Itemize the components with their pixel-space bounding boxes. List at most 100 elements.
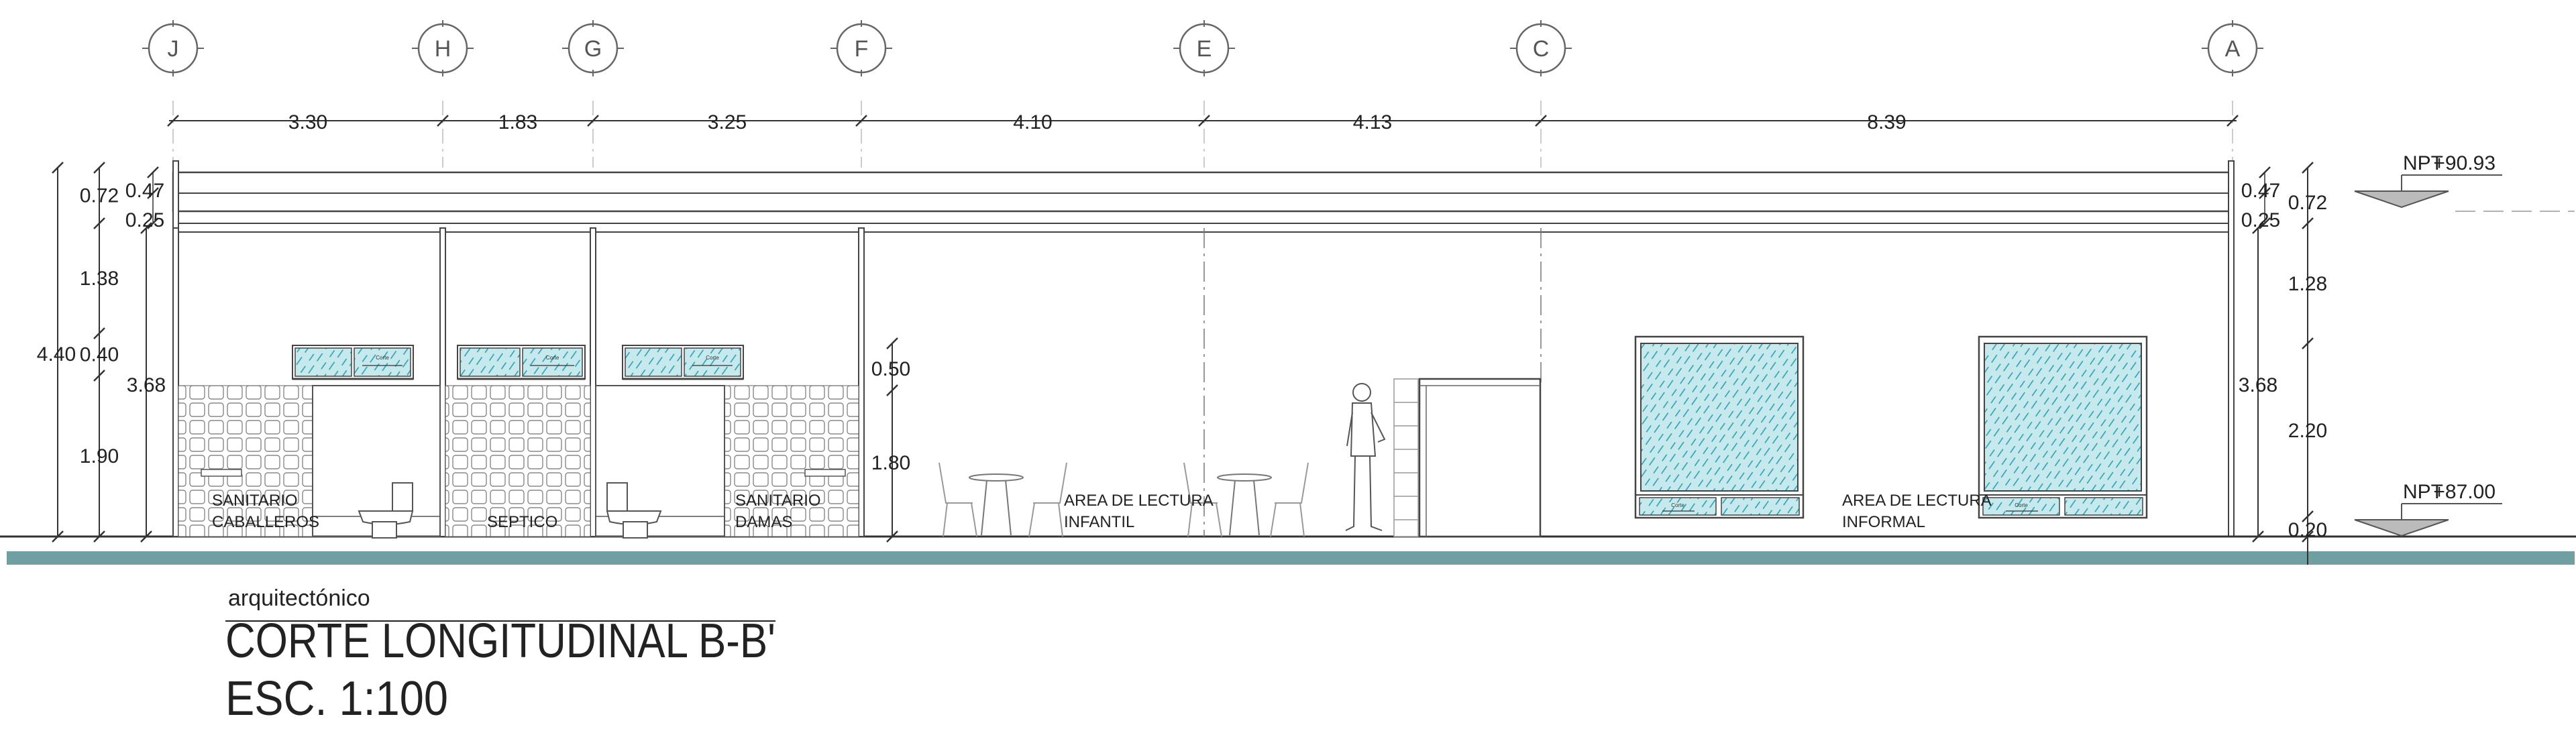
chair-icon (938, 462, 977, 537)
dimension-tick (1535, 115, 1547, 127)
wc-icon (606, 482, 662, 539)
large-window: Corte (1634, 335, 1805, 519)
room-label: DAMAS (735, 513, 792, 531)
dimension-tick (2259, 187, 2271, 199)
dimension-tick (93, 162, 105, 174)
wc-fixtures (358, 482, 662, 539)
window-glass (1984, 343, 2142, 492)
dimension-tick (2302, 510, 2314, 522)
window-tag: Corte (2015, 502, 2028, 508)
window-tag: Corte (546, 355, 559, 361)
room-label: AREA DE LECTURA (1842, 492, 1992, 510)
slab-dimension: 0.47 (2241, 180, 2280, 202)
dimension-tick (147, 187, 159, 199)
height-dimension: 1.28 (2288, 273, 2327, 295)
dimension-tick (2252, 530, 2264, 543)
dimension-tick (52, 530, 64, 543)
window-glass (460, 347, 521, 377)
large-window: Corte (1978, 335, 2148, 519)
door-dimension: 1.80 (871, 452, 910, 474)
dimension-tick (2302, 162, 2314, 174)
dimension-tick (140, 530, 152, 543)
drawing-category: arquitectónico (228, 585, 370, 611)
axis-label: H (435, 36, 451, 62)
furniture (938, 462, 1309, 537)
dimension-tick (587, 115, 599, 127)
room-label: SANITARIO (212, 492, 298, 510)
height-dimension: 1.38 (80, 268, 119, 290)
slab-dimension: 0.25 (125, 209, 164, 231)
window-glass (684, 347, 741, 377)
window-glass (625, 347, 682, 377)
level-value: +90.93 (2433, 152, 2496, 174)
door-frame (1418, 378, 1542, 538)
height-dimension: 0.40 (80, 344, 119, 366)
dimension-tick (147, 217, 159, 229)
dimension-tick (2302, 217, 2314, 229)
axis-label: A (2225, 36, 2241, 62)
dimension-tick (140, 222, 152, 234)
dimension-tick (167, 115, 179, 127)
chair-icon (1028, 462, 1067, 537)
window-glass (522, 347, 583, 377)
high-window: Corte (292, 345, 414, 380)
room-label: SEPTICO (487, 513, 557, 531)
axis-label: E (1197, 36, 1212, 62)
ground-band (7, 551, 2575, 565)
drawing-title: CORTE LONGITUDINAL B-B' (225, 614, 775, 668)
slab-dimension: 0.25 (2241, 209, 2280, 231)
door-dimension-chain: 0.50 1.80 (871, 337, 910, 543)
wc-icon (358, 482, 414, 539)
dimension-tick (886, 337, 898, 349)
window-glass (2064, 497, 2143, 516)
table-icon (969, 473, 1024, 536)
chair-icon (1183, 462, 1222, 537)
room-label: INFANTIL (1064, 513, 1134, 531)
dimension-tick (2259, 217, 2271, 229)
window-glass (1640, 343, 1799, 492)
height-dimension: 0.72 (2288, 192, 2327, 214)
room-label: SANITARIO (735, 492, 821, 510)
axis-marker: H (412, 20, 474, 168)
title-block: arquitectónico CORTE LONGITUDINAL B-B' E… (225, 585, 775, 726)
drawing-scale: ESC. 1:100 (225, 672, 448, 726)
height-dimension: 0.72 (80, 185, 119, 207)
level-value: +87.00 (2433, 481, 2496, 503)
horizontal-dimension: 3.25 (708, 111, 747, 133)
level-marker: NPT+90.93 (2354, 152, 2575, 212)
axis-label: F (855, 36, 869, 62)
table-icon (1217, 473, 1272, 536)
window-glass (1721, 497, 1800, 516)
dimension-tick (855, 115, 867, 127)
dimension-tick (886, 530, 898, 543)
axis-marker: J (142, 20, 204, 168)
clear-height-dimension: 3.68 (2239, 374, 2277, 396)
dimension-tick (2252, 222, 2264, 234)
window-tag: Corte (376, 355, 389, 361)
window-glass (1639, 497, 1717, 516)
level-marker: NPT+87.00 (2354, 481, 2502, 537)
high-window: Corte (457, 345, 586, 380)
high-windows: Corte Corte Corte (292, 345, 744, 380)
person-icon (1345, 383, 1386, 531)
dimension-tick (93, 370, 105, 382)
axis-label: C (1533, 36, 1550, 62)
tiled-walls (178, 385, 859, 537)
axis-marker: F (830, 20, 892, 168)
chair-icon (1270, 462, 1309, 537)
door-dimension: 0.50 (871, 358, 910, 380)
horizontal-dimension: 4.10 (1013, 111, 1052, 133)
bookshelf (1393, 378, 1419, 537)
height-dimension: 1.90 (80, 445, 119, 467)
high-window: Corte (622, 345, 744, 380)
horizontal-dimension: 4.13 (1353, 111, 1392, 133)
window-glass (294, 347, 352, 377)
axis-label: J (168, 36, 179, 62)
dimension-tick (1198, 115, 1210, 127)
